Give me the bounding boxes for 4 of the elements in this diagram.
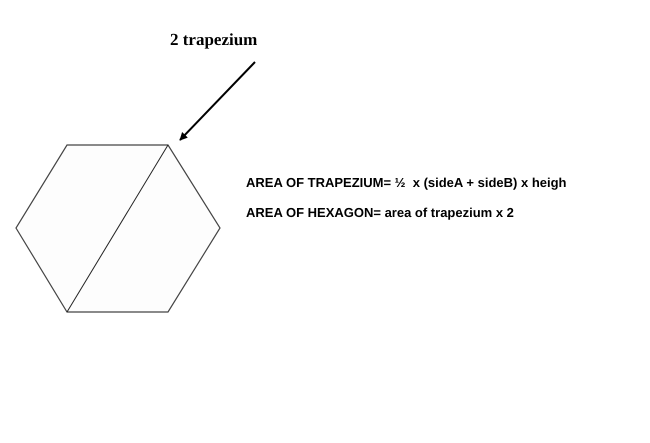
leader-arrow bbox=[179, 61, 256, 141]
callout-text: 2 trapezium bbox=[170, 30, 274, 52]
formula-text: AREA OF TRAPEZIUM= ½ x (sideA + sideB) x heigh bbox=[246, 175, 566, 190]
formula-text: AREA OF HEXAGON= area of trapezium x 2 bbox=[246, 205, 514, 220]
